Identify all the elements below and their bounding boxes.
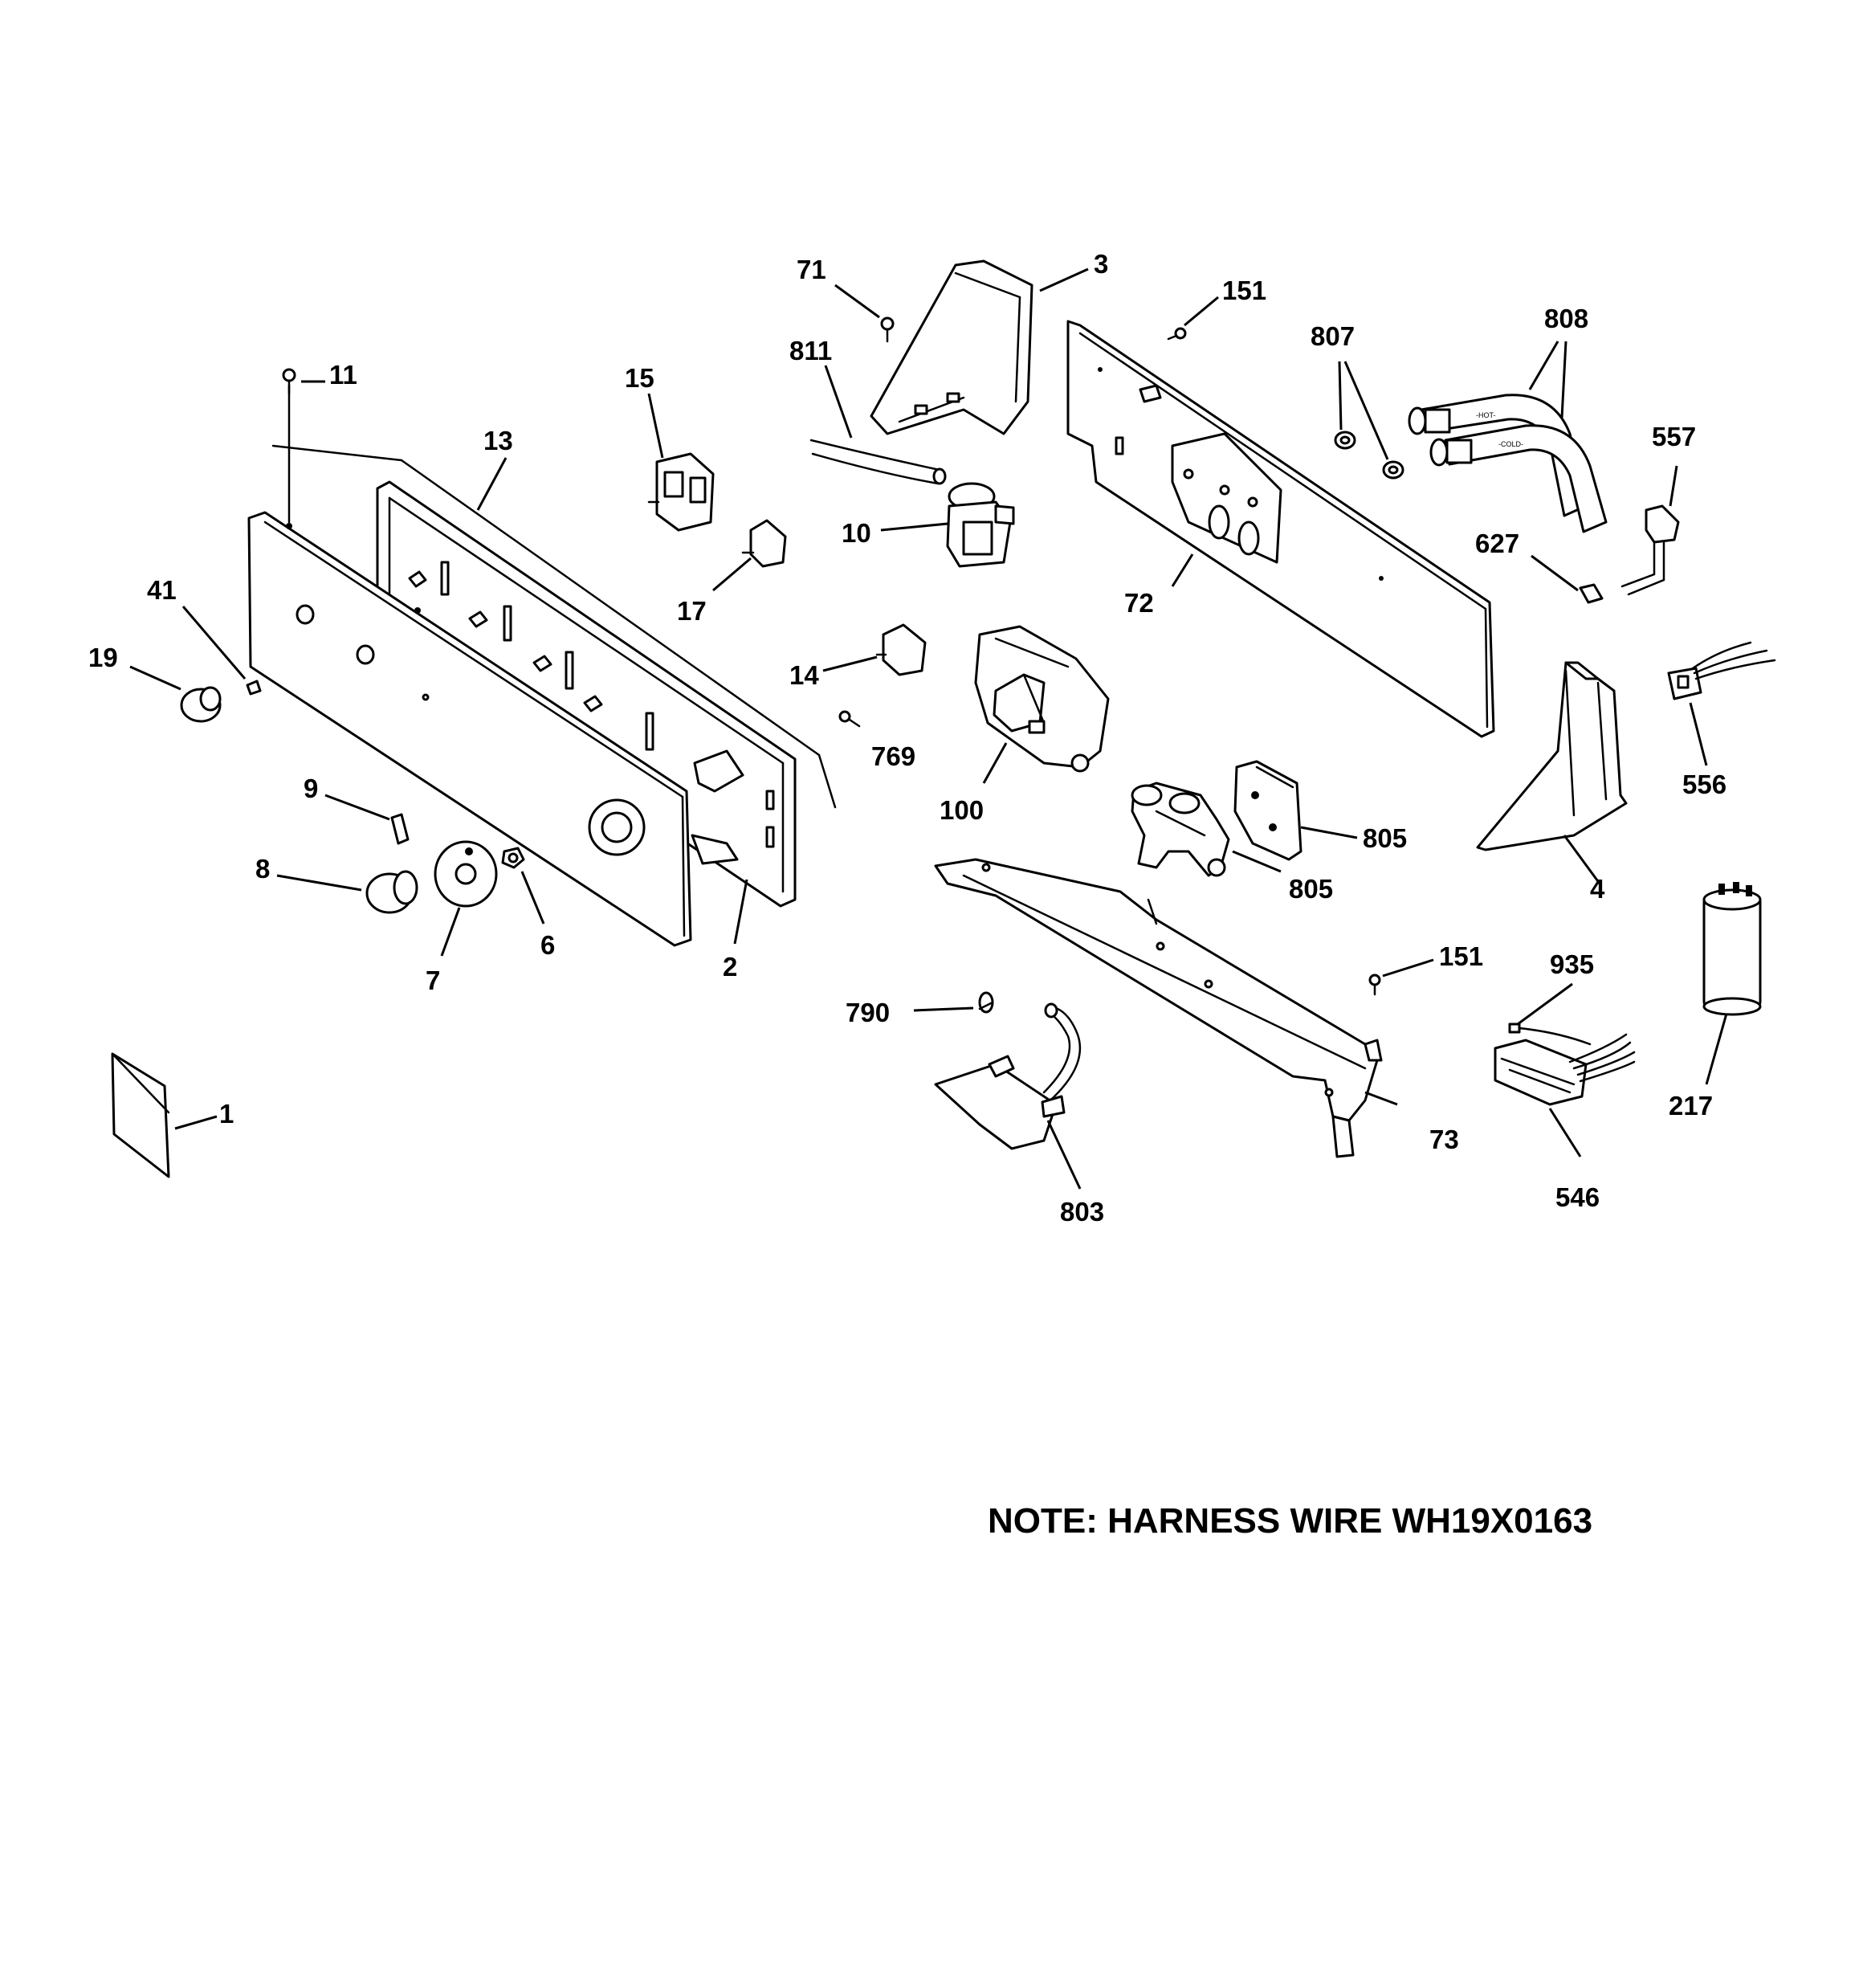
bracket-3	[870, 259, 1033, 435]
timer-100	[974, 625, 1110, 773]
callout-13: 13	[483, 426, 513, 455]
capacitor-217	[1702, 882, 1762, 1016]
callout-805-lower: 805	[1289, 874, 1333, 904]
callout-15: 15	[625, 363, 654, 393]
callout-2: 2	[723, 952, 737, 982]
dispenser-803	[934, 1002, 1082, 1150]
screw-71	[880, 316, 895, 343]
screw-769	[838, 710, 861, 728]
callout-71: 71	[797, 255, 826, 284]
washer-807-upper	[1334, 431, 1356, 450]
hot-label: -HOT-	[1476, 411, 1496, 419]
callout-10: 10	[842, 518, 871, 548]
callout-808: 808	[1544, 304, 1588, 333]
backsplash-frame-13	[271, 444, 837, 908]
harness-wire-note: NOTE: HARNESS WIRE WH19X0163	[988, 1501, 1592, 1541]
rear-panel-72	[1066, 320, 1495, 738]
callout-1: 1	[219, 1099, 234, 1129]
screw-11	[282, 368, 296, 524]
callout-811: 811	[789, 336, 832, 365]
jumper-wire-935	[1508, 1023, 1592, 1046]
clip-9	[390, 813, 410, 845]
callout-807: 807	[1311, 321, 1355, 351]
knob-8	[365, 870, 418, 914]
callout-73: 73	[1429, 1125, 1459, 1154]
callout-14: 14	[789, 660, 819, 690]
callout-935: 935	[1550, 949, 1594, 979]
callout-9: 9	[304, 774, 318, 803]
dial-7	[434, 840, 498, 908]
harness-connector-546	[1494, 1033, 1636, 1106]
switch-17	[741, 519, 787, 568]
callout-100: 100	[940, 795, 984, 825]
callout-557: 557	[1652, 422, 1696, 451]
water-valve-805	[1131, 782, 1230, 877]
lower-bracket-73	[934, 858, 1383, 1158]
callout-8: 8	[255, 854, 270, 884]
switch-15	[647, 452, 715, 532]
screw-151-upper	[1167, 327, 1187, 341]
lid-switch-557	[1620, 504, 1680, 596]
clamp-790	[978, 991, 994, 1014]
callout-19: 19	[88, 643, 118, 672]
screw-151-lower	[1368, 974, 1381, 996]
knob-19	[180, 686, 222, 723]
clip-41	[246, 680, 262, 696]
callout-803: 803	[1060, 1197, 1104, 1227]
callout-11: 11	[329, 360, 357, 390]
leader-lines	[129, 267, 1728, 1190]
callout-4: 4	[1590, 874, 1605, 904]
cold-label: -COLD-	[1498, 440, 1523, 448]
switch-14	[875, 623, 927, 676]
callout-556: 556	[1682, 769, 1726, 799]
plug-556	[1667, 641, 1776, 700]
tube-811	[809, 439, 947, 485]
nut-6	[501, 847, 525, 869]
grommet-627	[1579, 583, 1604, 604]
callout-546: 546	[1555, 1182, 1600, 1212]
callout-151-upper: 151	[1222, 276, 1266, 305]
callout-41: 41	[147, 575, 177, 605]
control-panel-2	[247, 511, 739, 947]
callout-790: 790	[846, 998, 890, 1027]
callout-3: 3	[1094, 249, 1108, 279]
pressure-switch-10	[946, 482, 1015, 568]
callout-151-lower: 151	[1439, 941, 1483, 971]
literature-packet-1	[111, 1052, 170, 1178]
valve-module-805	[1233, 760, 1302, 861]
callout-217: 217	[1669, 1091, 1713, 1121]
bracket-4	[1476, 661, 1628, 851]
washer-807-lower	[1382, 460, 1404, 480]
callout-7: 7	[426, 965, 440, 995]
callout-17: 17	[677, 596, 707, 626]
callout-805-upper: 805	[1363, 823, 1407, 853]
callout-72: 72	[1124, 588, 1154, 618]
callout-numbers: 11 13 41 19 9 8 7 6 2 1 71 3 811 15 17 1…	[88, 249, 1726, 1227]
callout-627: 627	[1475, 529, 1519, 558]
callout-6: 6	[540, 930, 555, 960]
inlet-hoses-808: -HOT- -COLD-	[1408, 394, 1608, 533]
callout-769: 769	[871, 741, 915, 771]
